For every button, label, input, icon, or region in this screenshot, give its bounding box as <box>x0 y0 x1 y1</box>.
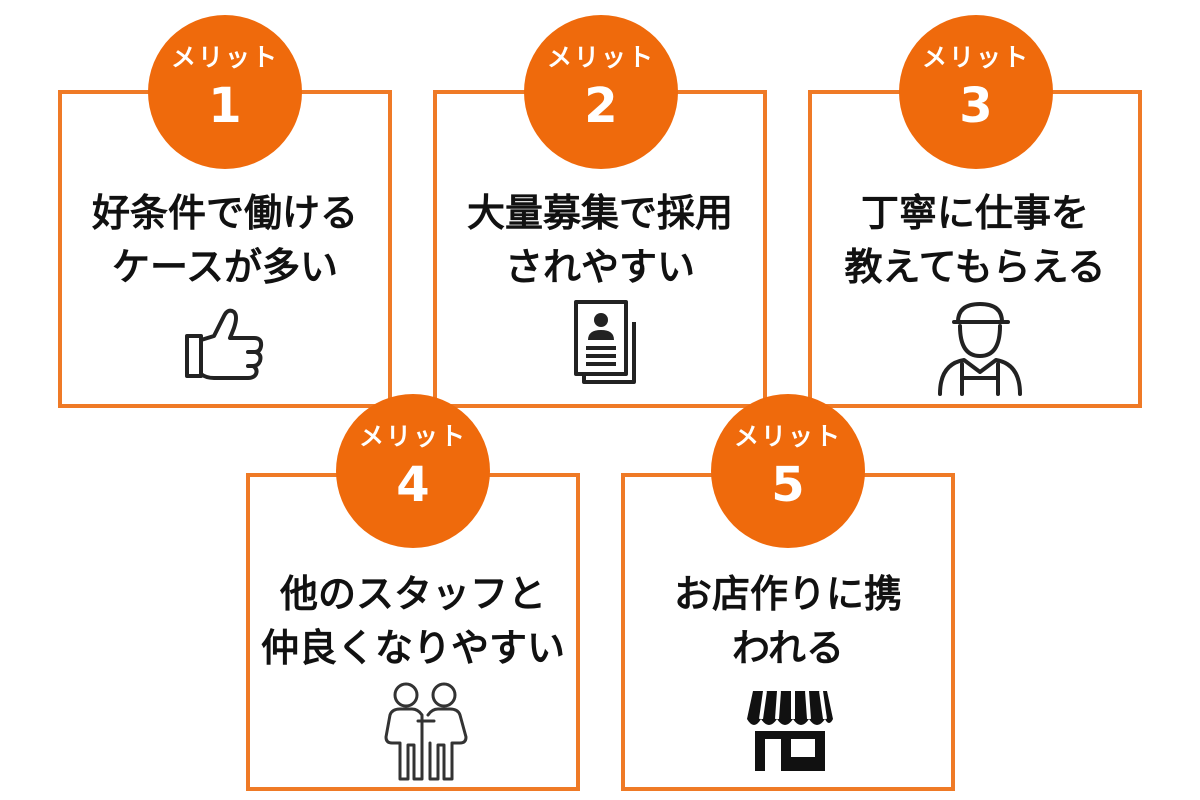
merit-title: 大量募集で採用 されやすい <box>466 191 733 289</box>
merit-badge-2: メリット 2 <box>524 15 678 169</box>
badge-label: メリット <box>733 422 842 451</box>
merit-badge-4: メリット 4 <box>336 394 490 548</box>
thumbs-up-icon <box>184 306 266 382</box>
merit-badge-1: メリット 1 <box>148 15 302 169</box>
badge-number: 2 <box>584 78 618 134</box>
merit-title: 好条件で働ける ケースが多い <box>91 191 358 289</box>
storefront-icon <box>745 685 835 773</box>
resume-document-icon <box>572 300 642 386</box>
badge-label: メリット <box>921 43 1030 72</box>
merit-card-2: 大量募集で採用 されやすい <box>433 90 767 408</box>
badge-number: 5 <box>771 457 805 513</box>
merit-title: 他のスタッフと 仲良くなりやすい <box>260 572 565 670</box>
merit-title: お店作りに携 われる <box>673 572 902 670</box>
badge-number: 3 <box>959 78 993 134</box>
merit-badge-3: メリット 3 <box>899 15 1053 169</box>
two-people-icon <box>378 681 474 785</box>
badge-label: メリット <box>358 422 467 451</box>
badge-label: メリット <box>170 43 279 72</box>
merit-badge-5: メリット 5 <box>711 394 865 548</box>
badge-number: 4 <box>396 457 430 513</box>
merit-title: 丁寧に仕事を 教えてもらえる <box>844 191 1106 289</box>
badge-label: メリット <box>546 43 655 72</box>
badge-number: 1 <box>208 78 242 134</box>
worker-icon <box>934 298 1026 396</box>
